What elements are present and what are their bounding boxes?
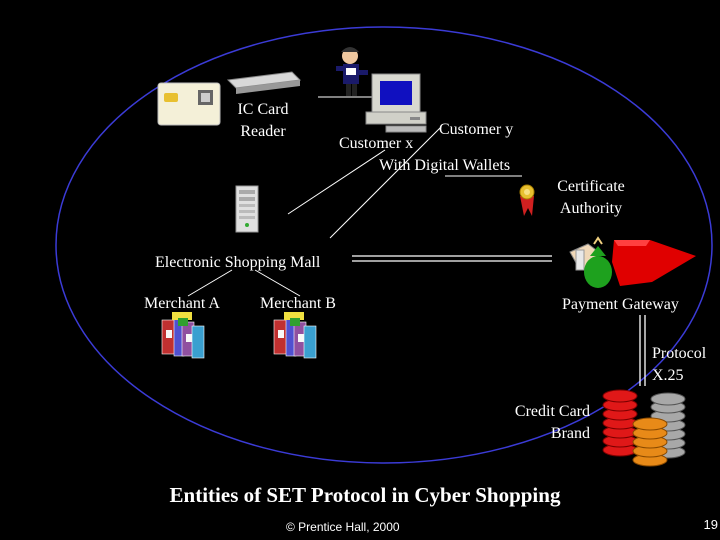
line-mall-to-merchant-a bbox=[187, 269, 233, 297]
payment-gateway-label: Payment Gateway bbox=[562, 296, 679, 313]
protocol-label: Protocol X.25 bbox=[652, 343, 706, 387]
credit-card-brand-label-line2: Brand bbox=[550, 425, 590, 442]
merchant-b-label: Merchant B bbox=[260, 295, 336, 312]
footer-copyright: © Prentice Hall, 2000 bbox=[286, 520, 400, 534]
page-number: 19 bbox=[703, 517, 718, 532]
credit-card-brand-label: Credit Card Brand bbox=[490, 401, 590, 445]
certificate-authority-label-line2: Authority bbox=[559, 200, 623, 217]
protocol-label-line2: X.25 bbox=[652, 367, 684, 384]
certificate-authority-label-line1: Certificate bbox=[557, 178, 625, 195]
gateway-icon bbox=[569, 236, 696, 288]
server-icon bbox=[235, 185, 259, 233]
person-icon bbox=[336, 47, 368, 96]
connector-lines bbox=[187, 96, 522, 297]
mall-gateway-link bbox=[352, 255, 552, 262]
certificate-ribbon-icon bbox=[519, 184, 535, 216]
ic-card-reader-label-line1: IC Card bbox=[237, 101, 289, 118]
merchant-a-label: Merchant A bbox=[144, 295, 220, 312]
merchant-b-icon bbox=[273, 312, 317, 359]
coin-stacks-icon bbox=[602, 389, 686, 467]
merchant-a-icon bbox=[161, 312, 205, 359]
slide-title: Entities of SET Protocol in Cyber Shoppi… bbox=[169, 483, 561, 507]
certificate-authority-label: Certificate Authority bbox=[546, 176, 636, 220]
x25-link bbox=[639, 315, 646, 386]
customer-y-label: Customer y bbox=[439, 121, 514, 138]
shopping-mall-label: Electronic Shopping Mall bbox=[155, 254, 321, 271]
protocol-label-line1: Protocol bbox=[652, 345, 707, 362]
ic-card-icon bbox=[157, 82, 221, 126]
credit-card-brand-label-line1: Credit Card bbox=[514, 403, 590, 420]
ic-card-reader-label: IC Card Reader bbox=[222, 99, 304, 143]
digital-wallets-label: With Digital Wallets bbox=[379, 157, 511, 174]
computer-icon bbox=[365, 73, 427, 133]
line-customer-y-to-mall bbox=[329, 127, 441, 239]
customer-x-label: Customer x bbox=[339, 135, 414, 152]
line-mall-to-merchant-b bbox=[254, 269, 301, 297]
ic-card-reader-label-line2: Reader bbox=[240, 123, 286, 140]
network-ellipse bbox=[55, 26, 713, 464]
line-customer-x-to-mall bbox=[287, 149, 386, 215]
card-reader-icon bbox=[226, 71, 302, 94]
